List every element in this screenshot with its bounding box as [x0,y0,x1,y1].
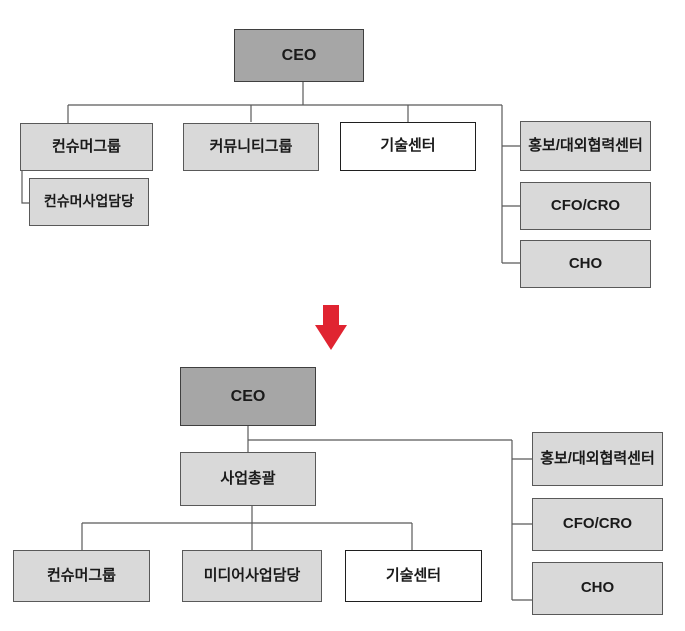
connectors-before-chart [21,82,520,264]
org-box-community-group-before: 커뮤니티그룹 [183,123,319,171]
org-box-media-business-after: 미디어사업담당 [182,550,322,602]
org-box-cho-after: CHO [532,562,663,615]
transition-arrow [315,305,347,350]
org-box-consumer-group-after: 컨슈머그룹 [13,550,150,602]
org-box-ceo-after: CEO [180,367,316,426]
connector-consumer-business-elbow [21,171,29,204]
org-box-cho-before: CHO [520,240,651,288]
org-box-tech-center-after: 기술센터 [345,550,482,602]
org-box-pr-center-after: 홍보/대외협력센터 [532,432,663,486]
connectors-after-chart [81,426,532,601]
org-box-consumer-business-before: 컨슈머사업담당 [29,178,149,226]
down-arrow-icon [315,305,347,350]
org-box-consumer-group-before: 컨슈머그룹 [20,123,153,171]
org-box-cfo-cro-before: CFO/CRO [520,182,651,230]
org-box-pr-center-before: 홍보/대외협력센터 [520,121,651,171]
org-box-business-head-after: 사업총괄 [180,452,316,506]
org-box-tech-center-before: 기술센터 [340,122,476,171]
org-box-ceo-before: CEO [234,29,364,82]
org-box-cfo-cro-after: CFO/CRO [532,498,663,551]
